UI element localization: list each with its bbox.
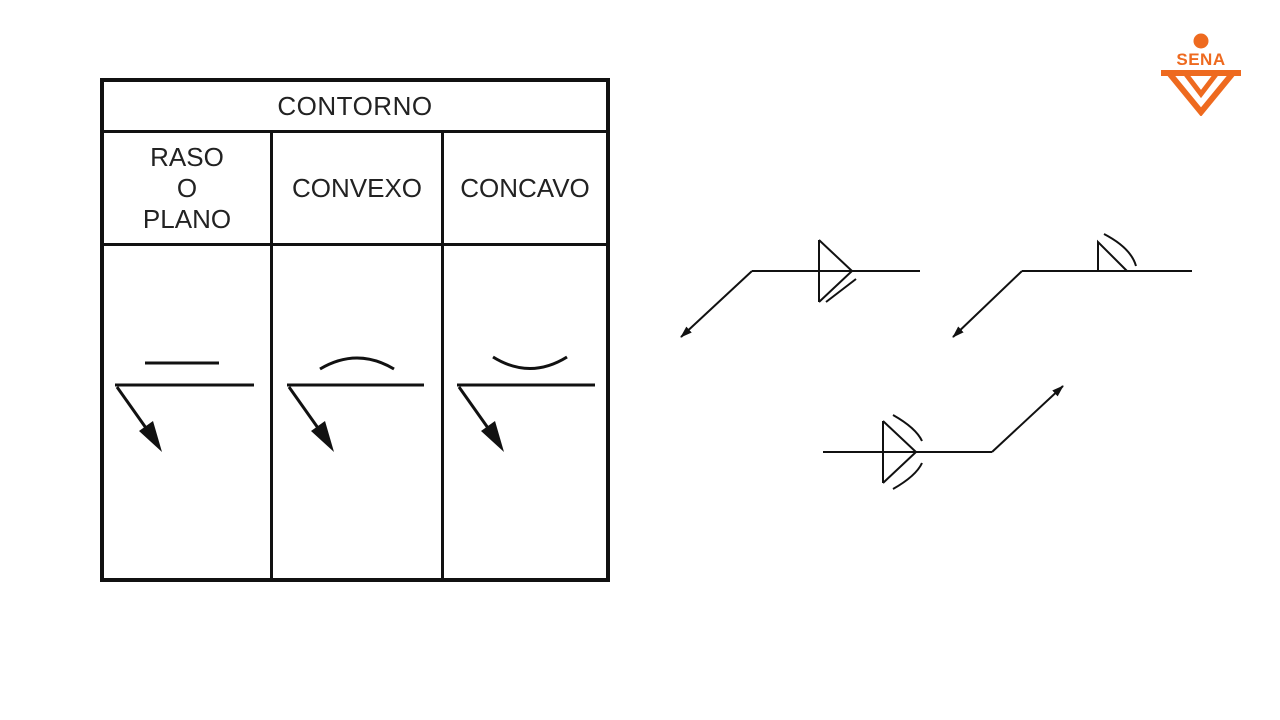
column-header-convex: CONVEXO bbox=[291, 172, 423, 203]
table-title: CONTORNO bbox=[277, 90, 433, 121]
logo-chevron-outer bbox=[1166, 71, 1236, 117]
convex-contour-mark-lower bbox=[892, 462, 923, 490]
fillet-weld-mark bbox=[1097, 239, 1128, 272]
column-divider-2 bbox=[441, 130, 444, 578]
fillet-weld-mark bbox=[882, 420, 918, 484]
arrowhead bbox=[311, 421, 334, 452]
sena-logo-mark bbox=[1161, 33, 1241, 117]
logo-head bbox=[1193, 33, 1209, 49]
arrow-leader bbox=[952, 270, 1023, 338]
title-divider bbox=[104, 130, 606, 133]
flat-contour-mark bbox=[825, 278, 857, 303]
convex-contour-mark-upper bbox=[892, 414, 923, 442]
example-weld-symbol-1 bbox=[680, 239, 920, 338]
concave-contour-symbol bbox=[457, 355, 595, 452]
sena-logo: SENA bbox=[1155, 32, 1247, 117]
arrow-leader bbox=[115, 386, 148, 429]
convex-contour-mark bbox=[1103, 233, 1137, 267]
column-header-concave: CONCAVO bbox=[460, 172, 590, 203]
flat-contour-symbol bbox=[115, 361, 254, 452]
logo-text: SENA bbox=[1176, 50, 1226, 69]
arrow-leader bbox=[991, 385, 1064, 453]
contour-table: CONTORNO RASO O PLANO CONVEXO CONCAVO bbox=[100, 78, 610, 582]
arrow-leader bbox=[287, 386, 320, 429]
fillet-weld-mark bbox=[818, 239, 854, 303]
convex-contour-mark bbox=[319, 356, 395, 371]
concave-contour-mark bbox=[492, 355, 568, 370]
header-divider bbox=[104, 243, 606, 246]
arrowhead bbox=[481, 421, 504, 452]
column-header-flat: RASO O PLANO bbox=[142, 141, 232, 234]
arrow-leader bbox=[457, 386, 490, 429]
example-weld-symbol-3 bbox=[823, 385, 1064, 490]
column-divider-1 bbox=[270, 130, 273, 578]
arrow-leader bbox=[680, 270, 753, 338]
convex-contour-symbol bbox=[287, 356, 424, 452]
arrowhead bbox=[139, 421, 162, 452]
example-weld-symbol-2 bbox=[952, 233, 1192, 338]
logo-chevron-inner bbox=[1183, 71, 1219, 99]
